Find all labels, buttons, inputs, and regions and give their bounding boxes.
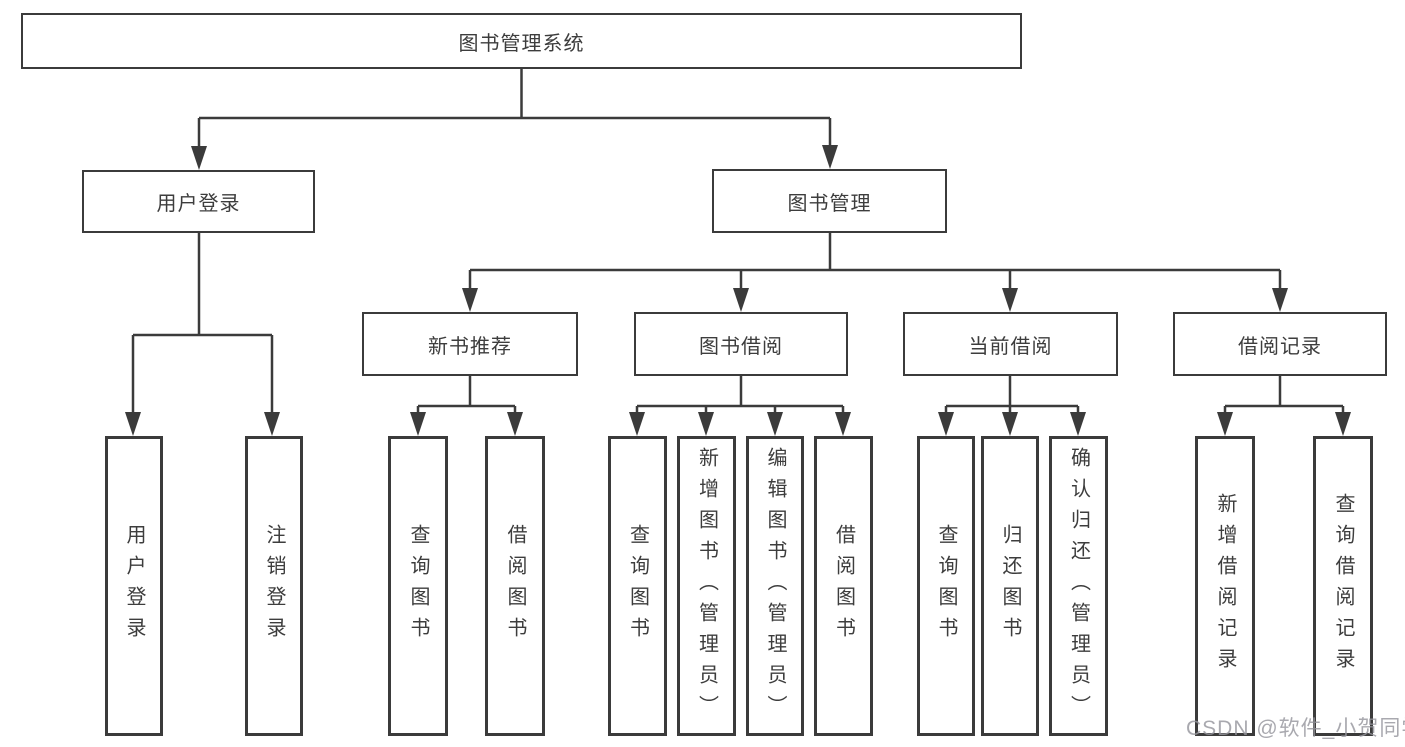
leaf-user-login: 用户登录 — [105, 436, 163, 736]
leaf-add-book-admin: 新增图书（管理员） — [677, 436, 736, 736]
node-label: 注销登录 — [263, 524, 285, 648]
node-label: 新增图书（管理员） — [695, 446, 718, 726]
node-user-login: 用户登录 — [82, 170, 315, 233]
node-label: 查询图书 — [935, 524, 957, 648]
leaf-query-borrow-record: 查询借阅记录 — [1313, 436, 1373, 736]
node-label: 查询图书 — [626, 524, 649, 648]
leaf-logout: 注销登录 — [245, 436, 303, 736]
leaf-edit-book-admin: 编辑图书（管理员） — [746, 436, 804, 736]
leaf-query-book-recommend: 查询图书 — [388, 436, 448, 736]
node-label: 借阅图书 — [504, 524, 526, 648]
node-new-book-recommend: 新书推荐 — [362, 312, 578, 376]
csdn-watermark: CSDN @软件_小贺同学 — [1186, 717, 1405, 740]
node-borrow-records: 借阅记录 — [1173, 312, 1387, 376]
leaf-confirm-return-admin: 确认归还（管理员） — [1049, 436, 1108, 736]
leaf-query-book-borrow: 查询图书 — [608, 436, 667, 736]
node-label: 新书推荐 — [428, 335, 512, 358]
leaf-add-borrow-record: 新增借阅记录 — [1195, 436, 1255, 736]
node-book-borrow: 图书借阅 — [634, 312, 848, 376]
node-label: 归还图书 — [999, 524, 1021, 648]
node-label: 编辑图书（管理员） — [764, 446, 786, 726]
node-label: 用户登录 — [123, 524, 145, 648]
node-book-management: 图书管理 — [712, 169, 947, 233]
node-root-system: 图书管理系统 — [21, 13, 1022, 69]
node-label: 图书借阅 — [699, 335, 783, 358]
node-label: 用户登录 — [156, 193, 241, 215]
leaf-borrow-book: 借阅图书 — [814, 436, 873, 736]
node-label: 查询借阅记录 — [1332, 493, 1354, 679]
node-label: 新增借阅记录 — [1214, 493, 1236, 679]
leaf-borrow-book-recommend: 借阅图书 — [485, 436, 545, 736]
node-label: 借阅图书 — [832, 524, 855, 648]
node-current-borrow: 当前借阅 — [903, 312, 1118, 376]
node-label: 图书管理系统 — [458, 32, 585, 55]
node-label: 借阅记录 — [1238, 335, 1322, 358]
leaf-query-book-current: 查询图书 — [917, 436, 975, 736]
node-label: 确认归还（管理员） — [1067, 446, 1090, 726]
node-label: 图书管理 — [787, 192, 872, 215]
node-label: 当前借阅 — [968, 335, 1053, 358]
leaf-return-book: 归还图书 — [981, 436, 1039, 736]
node-label: 查询图书 — [407, 524, 429, 648]
